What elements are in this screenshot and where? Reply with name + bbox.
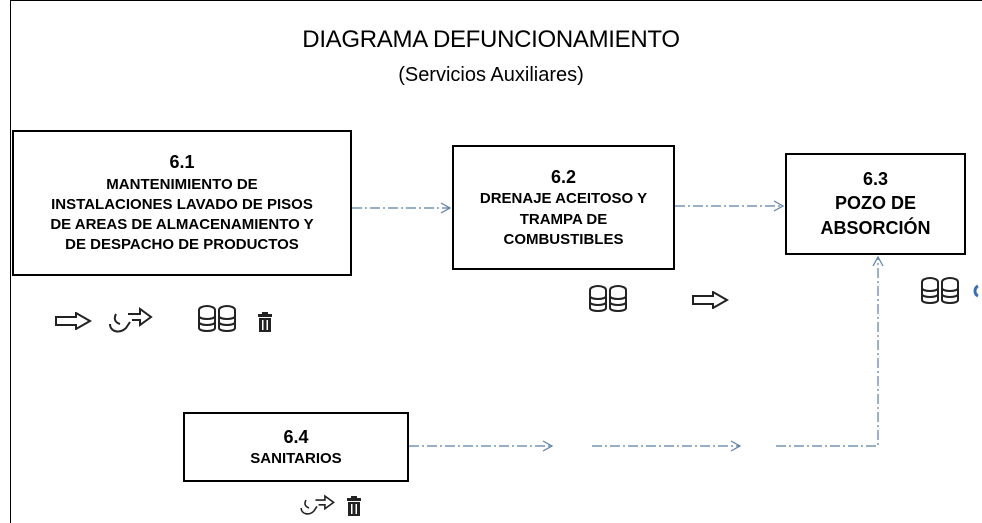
node-label: DRENAJE ACEITOSO Y TRAMPA DE COMBUSTIBLE… bbox=[479, 190, 648, 248]
trash-icon bbox=[347, 496, 361, 516]
node-6-3: 6.3 POZO DE ABSORCIÓN bbox=[785, 153, 966, 255]
arrow-right-icon bbox=[55, 312, 92, 330]
node-number: 6.3 bbox=[862, 168, 889, 189]
recycle-arrow-icon bbox=[300, 494, 335, 515]
database-stack-icon bbox=[198, 305, 236, 332]
edge-6-4-to-6-3 bbox=[776, 255, 884, 447]
node-6-2: 6.2 DRENAJE ACEITOSO Y TRAMPA DE COMBUST… bbox=[452, 145, 675, 270]
database-stack-icon bbox=[921, 277, 959, 304]
trash-icon bbox=[258, 312, 272, 332]
recycle-arrow-icon bbox=[109, 307, 153, 333]
node-number: 6.2 bbox=[550, 166, 577, 187]
diagram-frame bbox=[10, 0, 982, 523]
node-number: 6.4 bbox=[283, 426, 309, 447]
partial-icon bbox=[973, 284, 979, 298]
node-number: 6.1 bbox=[169, 152, 195, 173]
node-label: POZO DE ABSORCIÓN bbox=[820, 192, 931, 239]
arrow-right-icon bbox=[692, 291, 729, 309]
diagram-title: DIAGRAMA DEFUNCIONAMIENTO bbox=[302, 26, 680, 53]
database-stack-icon bbox=[589, 285, 627, 312]
diagram-subtitle: (Servicios Auxiliares) bbox=[398, 64, 584, 86]
node-label: SANITARIOS bbox=[250, 450, 342, 468]
node-6-1: 6.1 MANTENIMIENTO DE INSTALACIONES LAVAD… bbox=[12, 130, 352, 276]
node-6-4: 6.4 SANITARIOS bbox=[183, 412, 409, 482]
node-label: MANTENIMIENTO DE INSTALACIONES LAVADO DE… bbox=[50, 175, 314, 254]
